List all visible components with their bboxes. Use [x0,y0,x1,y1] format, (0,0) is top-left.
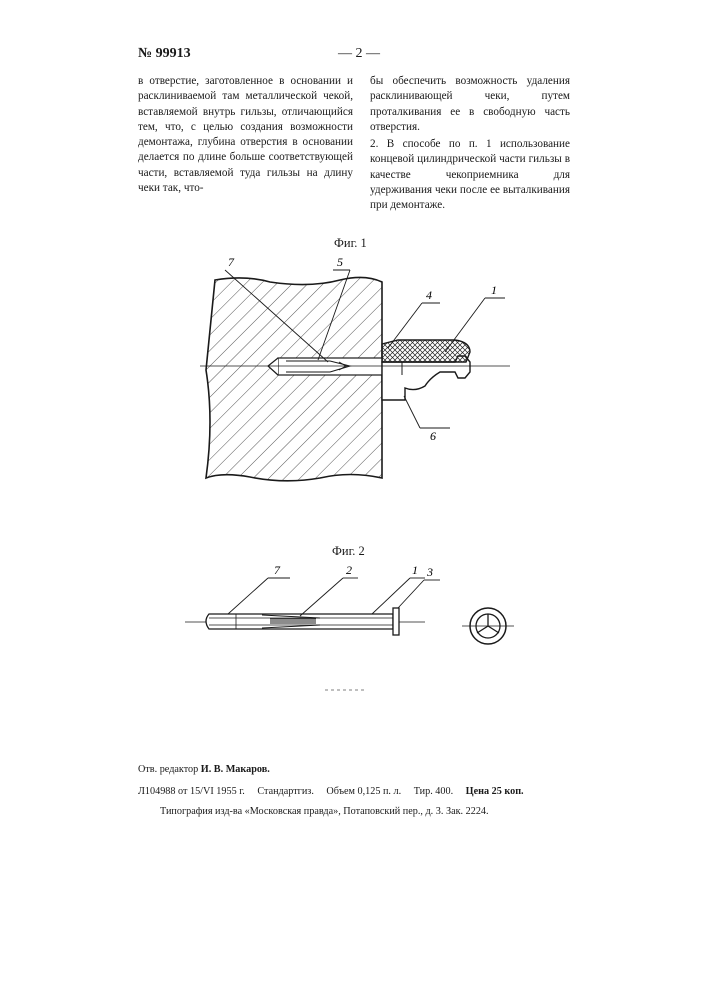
imprint-print-line: Л104988 от 15/VI 1955 г. Стандартгиз. Об… [138,786,524,797]
imprint-editor-line: Отв. редактор И. В. Макаров. [138,764,270,775]
sleeve [382,356,470,400]
order-code: Л104988 от 15/VI 1955 г. [138,786,245,797]
print-run: Тир. 400. [414,786,453,797]
figure-1-title: Фиг. 1 [334,236,367,251]
imprint-printer-line: Типография изд-ва «Московская правда», П… [160,806,489,817]
publisher: Стандартгиз. [257,786,314,797]
base-block [206,277,382,480]
editor-name: И. В. Макаров. [201,764,270,775]
fig1-label-5: 6 [430,429,436,443]
seal [382,340,470,362]
right-text-column: бы обеспечить возможность удаления раскл… [370,74,570,214]
fig1-label-1: 7 [228,255,235,269]
fig1-label-3: 4 [426,288,432,302]
fig2-label-2: 2 [346,563,352,577]
editor-label: Отв. редактор [138,764,198,775]
fig1-label-2: 5 [337,255,343,269]
left-text-column: в отверстие, заготовленное в основании и… [138,74,353,196]
patent-number: № 99913 [138,46,191,62]
right-column-paragraph-2: 2. В способе по п. 1 использование конце… [370,137,570,213]
fig2-label-1: 7 [274,563,281,577]
order-number: Зак. 2224. [446,806,489,817]
fig2-label-4: 3 [426,565,433,579]
figure-2-title: Фиг. 2 [332,544,365,559]
printer: Типография изд-ва «Московская правда», П… [160,806,443,817]
right-column-paragraph-1: бы обеспечить возможность удаления раскл… [370,74,570,135]
left-column-text: в отверстие, заготовленное в основании и… [138,74,353,196]
page-marker: — 2 — [338,46,380,62]
price: Цена 25 коп. [466,786,524,797]
fig2-label-3: 1 [412,563,418,577]
fig1-label-4: 1 [491,283,497,297]
volume: Объем 0,125 п. л. [326,786,401,797]
